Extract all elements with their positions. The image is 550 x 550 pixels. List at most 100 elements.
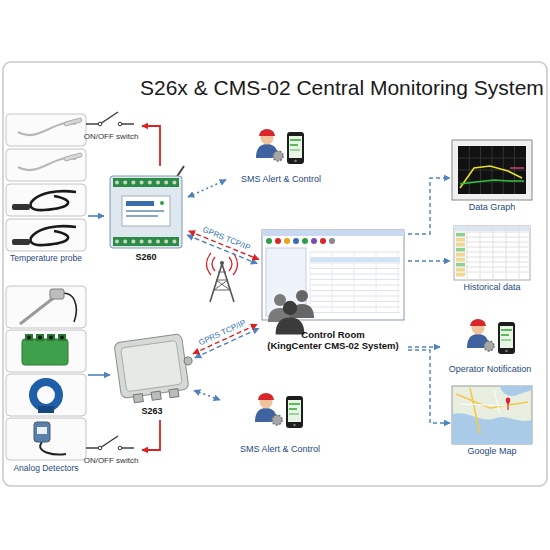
terminal-screw (148, 181, 152, 185)
device-housing (110, 176, 182, 248)
map-marker (506, 398, 509, 410)
switch-blade (100, 112, 118, 124)
transmitter-block (22, 339, 68, 365)
table-cell (456, 268, 465, 272)
toolbar-icon (284, 238, 290, 244)
signal-waves (207, 253, 216, 275)
terminal-strip (113, 178, 179, 187)
node-label: (KingCenter CMS-02 System) (258, 341, 408, 352)
screen-line (501, 334, 509, 336)
node-label: Historical data (450, 282, 534, 292)
cable-gland (151, 391, 161, 400)
cable-gland (133, 394, 143, 403)
logo-bar (126, 201, 154, 206)
mobile-phone (287, 132, 304, 164)
map-tile (452, 386, 532, 444)
thermocouple-rod (20, 296, 56, 324)
device-housing (114, 334, 189, 399)
screen-line (289, 408, 297, 410)
terminal-screw (115, 181, 119, 185)
screen-line (501, 339, 511, 341)
node-illustration (258, 226, 408, 330)
connector-line (88, 215, 104, 217)
node-label: Analog Detectors (4, 464, 88, 474)
signal-waves (229, 253, 238, 275)
node-illustration (4, 284, 88, 464)
sensor-cable (40, 442, 66, 455)
table-cell (456, 263, 465, 267)
map-water (452, 413, 532, 444)
node-illustration (220, 384, 340, 444)
table-row (310, 252, 400, 253)
toolbar-icon (275, 238, 281, 244)
current-clamp (33, 382, 59, 408)
connector-line (88, 374, 110, 376)
graph-screen (458, 146, 526, 194)
connector-line (188, 180, 226, 197)
table-row (310, 263, 400, 264)
table-column (480, 226, 481, 280)
table-row (310, 257, 400, 258)
connector (408, 261, 450, 262)
screen-line (290, 149, 300, 151)
historical-data: Historical data (450, 224, 534, 298)
table-row (310, 301, 400, 302)
switch-contact (98, 446, 102, 450)
terminal-screw (172, 240, 176, 244)
node-illustration (450, 224, 534, 282)
device-group (114, 333, 197, 405)
rtu-device: S263 (110, 330, 194, 420)
terminal-screw (115, 240, 119, 244)
status-led (160, 201, 164, 205)
terminal-screw (156, 181, 160, 185)
node-illustration (80, 428, 142, 456)
sensor-frame (6, 286, 86, 328)
sms-alert: SMS Alert & Control (226, 120, 336, 190)
graph-line (510, 167, 524, 168)
screen-line (289, 403, 300, 405)
switch-contact (98, 122, 102, 126)
terminal-strip (113, 237, 179, 246)
probe-tip (12, 204, 30, 210)
terminal-screw (140, 181, 144, 185)
probe-cable (31, 226, 76, 245)
software-window (262, 230, 404, 320)
table-cell (456, 233, 465, 237)
switch-output: ON/OFF switch (80, 104, 142, 148)
node-label: ON/OFF switch (80, 456, 142, 465)
gear-icon (484, 341, 494, 351)
node-illustration (80, 104, 142, 132)
operator-notification: Operator Notification (440, 314, 540, 380)
probe-tip (64, 153, 82, 162)
operator-head (296, 290, 308, 302)
node-illustration (110, 330, 194, 406)
connector (408, 347, 440, 348)
screen-line (290, 144, 298, 146)
table-row (310, 296, 400, 297)
terminal (47, 334, 55, 341)
thermocouple-head (50, 289, 64, 299)
connector-line (194, 390, 220, 400)
sensor-group: Temperature probe (4, 112, 88, 272)
terminal-screw (140, 240, 144, 244)
table-column (332, 252, 333, 313)
google-map: Google Map (450, 384, 534, 462)
selected-row (310, 257, 400, 262)
node-label: Google Map (450, 446, 534, 456)
table-cell (456, 248, 465, 252)
node-illustration (104, 166, 188, 252)
cable-gland (169, 389, 179, 398)
connector-line (142, 420, 160, 450)
sensor-group: Analog Detectors (4, 284, 88, 480)
tower-lattice (214, 272, 230, 290)
node-label: S260 (104, 252, 188, 262)
table-row (310, 274, 400, 275)
sensor-label (37, 427, 47, 434)
node-illustration (450, 384, 534, 446)
data-graph: Data Graph (450, 138, 534, 218)
graph-grid (458, 170, 526, 171)
sensor-frame (6, 149, 86, 181)
graph-line (460, 180, 524, 184)
screen-line (501, 329, 512, 331)
